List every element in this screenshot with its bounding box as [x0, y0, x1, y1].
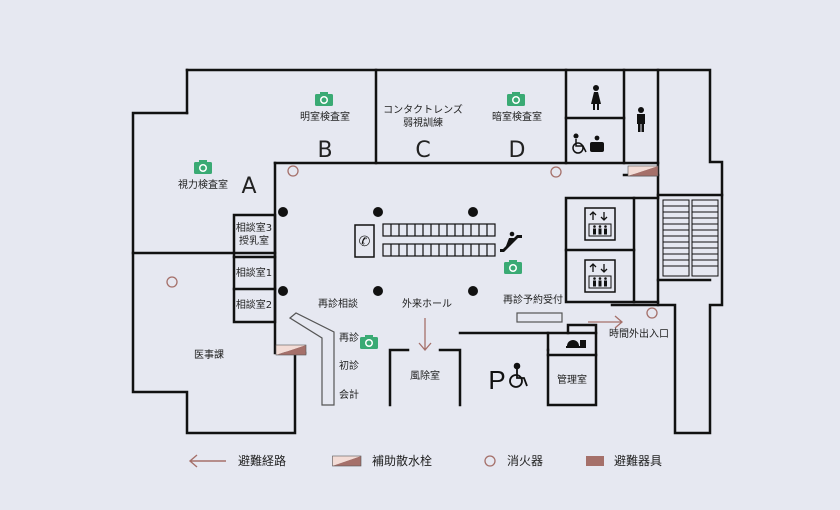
wheelchair-icon [509, 362, 528, 388]
pillars [278, 207, 478, 296]
baby-care-icon [590, 135, 604, 152]
label-medical-office: 医事課 [194, 350, 224, 361]
label-nursing: 授乳室 [239, 236, 269, 247]
room-letter-a: A [241, 174, 257, 199]
male-restroom-icon [637, 107, 645, 132]
label-cashier: 会計 [339, 390, 359, 401]
room-letter-c: C [415, 138, 431, 163]
camera-icon [194, 160, 212, 174]
escalator-icon [500, 231, 522, 252]
escalator [382, 223, 496, 257]
label-management: 管理室 [557, 375, 587, 386]
legend-extinguisher: 消火器 [483, 452, 543, 469]
legend-label: 避難器具 [614, 454, 663, 468]
legend-label: 避難経路 [238, 454, 287, 468]
label-bright-room: 明室検査室 [300, 112, 350, 123]
hydrant-marker [627, 165, 659, 177]
legend-label: 消火器 [507, 454, 544, 468]
label-vision-test: 視力検査室 [178, 180, 228, 191]
legend-evacuation-route: 避難経路 [188, 452, 286, 469]
wheelchair-icon [572, 133, 587, 154]
room-letter-b: B [317, 138, 333, 163]
label-dark-room: 暗室検査室 [492, 112, 542, 123]
hydrant-icon [332, 455, 362, 466]
camera-icon [360, 335, 378, 349]
camera-icon [507, 92, 525, 106]
room-letter-d: D [508, 138, 526, 163]
label-consult2: 相談室2 [235, 300, 273, 311]
hydrant-marker [275, 344, 307, 356]
label-first-visit: 初診 [339, 361, 359, 372]
legend-hydrant: 補助散水栓 [332, 452, 432, 469]
label-revisit: 再診 [339, 333, 359, 344]
legend-label: 補助散水栓 [372, 454, 433, 468]
extinguisher-markers [166, 165, 658, 319]
stairs [662, 199, 719, 277]
label-outpatient-hall: 外来ホール [402, 299, 452, 310]
extinguisher-icon [484, 454, 496, 467]
label-consult1: 相談室1 [235, 268, 273, 279]
reception-counter [516, 312, 563, 323]
evacuation-arrow-icon [188, 453, 226, 468]
elevator-icon [584, 207, 616, 241]
svg-text:✆: ✆ [359, 234, 371, 250]
label-amblyopia: 弱視訓練 [403, 118, 443, 129]
legend-evac-equipment: 避難器具 [586, 452, 662, 469]
evac-equipment-icon [586, 455, 604, 466]
female-restroom-icon [591, 85, 601, 110]
evacuation-arrow-icon [418, 315, 623, 351]
camera-icon [315, 92, 333, 106]
label-revisit-reservation: 再診予約受付 [503, 295, 563, 306]
parking-icon: P [488, 365, 505, 395]
elevator-icon [584, 259, 616, 293]
label-after-hours-entrance: 時間外出入口 [609, 329, 669, 340]
label-windbreak: 風除室 [410, 371, 440, 382]
reception-bell-icon [566, 340, 586, 348]
counter [288, 312, 335, 406]
camera-icon [504, 260, 522, 274]
label-contact-lens: コンタクトレンズ [383, 105, 463, 116]
label-consult3: 相談室3 [235, 223, 273, 234]
label-revisit-consult: 再診相談 [318, 299, 358, 310]
telephone-icon: ✆ [354, 224, 375, 258]
svg-text:P: P [488, 365, 505, 395]
